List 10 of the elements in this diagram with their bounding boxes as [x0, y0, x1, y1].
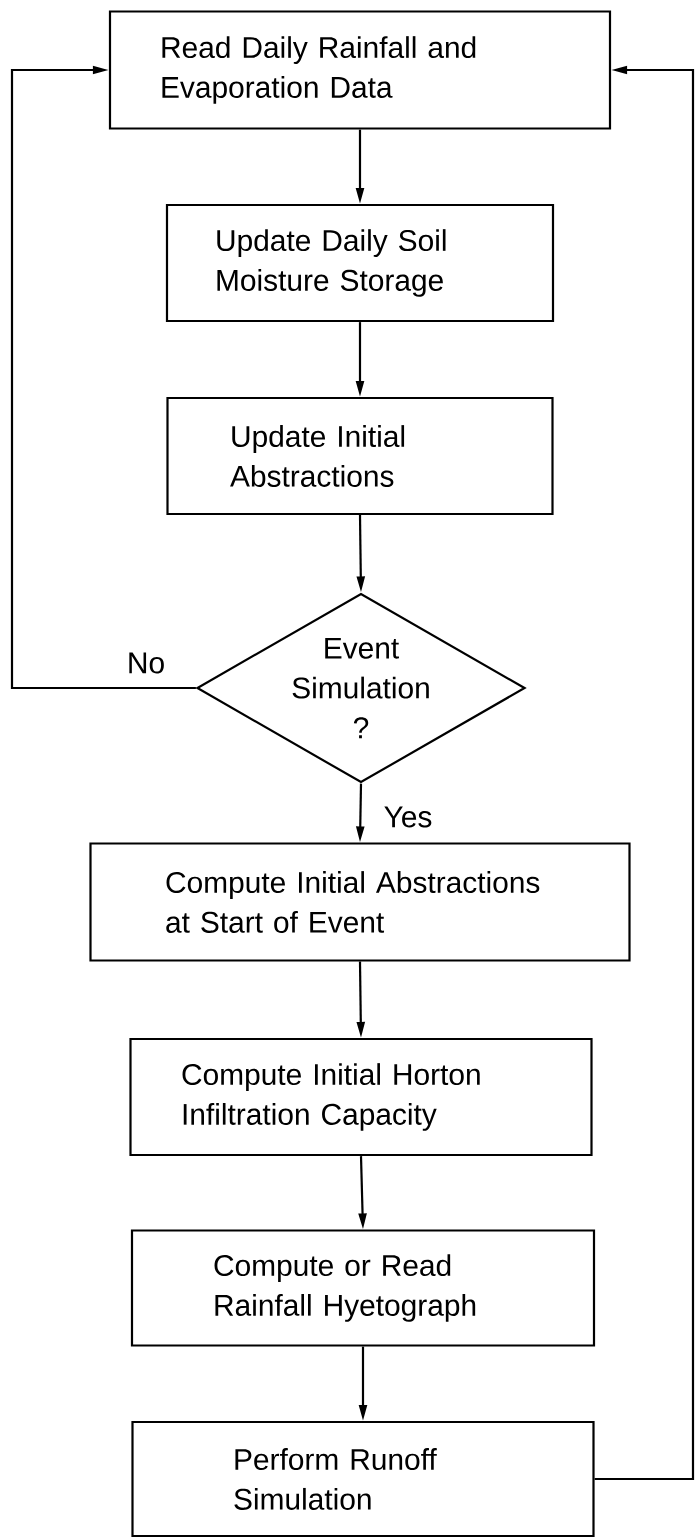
process-box: Compute Initial Horton Infiltration Capacity [129, 1037, 593, 1157]
edge-label: Yes [381, 804, 435, 830]
process-box: Perform Runoff Simulation [131, 1420, 595, 1538]
process-box: Compute Initial Abstractions at Start of Event [89, 842, 631, 962]
process-box: Update Daily Soil Moisture Storage [165, 203, 555, 323]
edge-label: No [124, 650, 168, 676]
process-box: Read Daily Rainfall and Evaporation Data [108, 10, 612, 130]
process-box: Compute or Read Rainfall Hyetograph [130, 1229, 596, 1347]
arrow [10, 65, 196, 690]
process-box: Update Initial Abstractions [166, 396, 554, 516]
